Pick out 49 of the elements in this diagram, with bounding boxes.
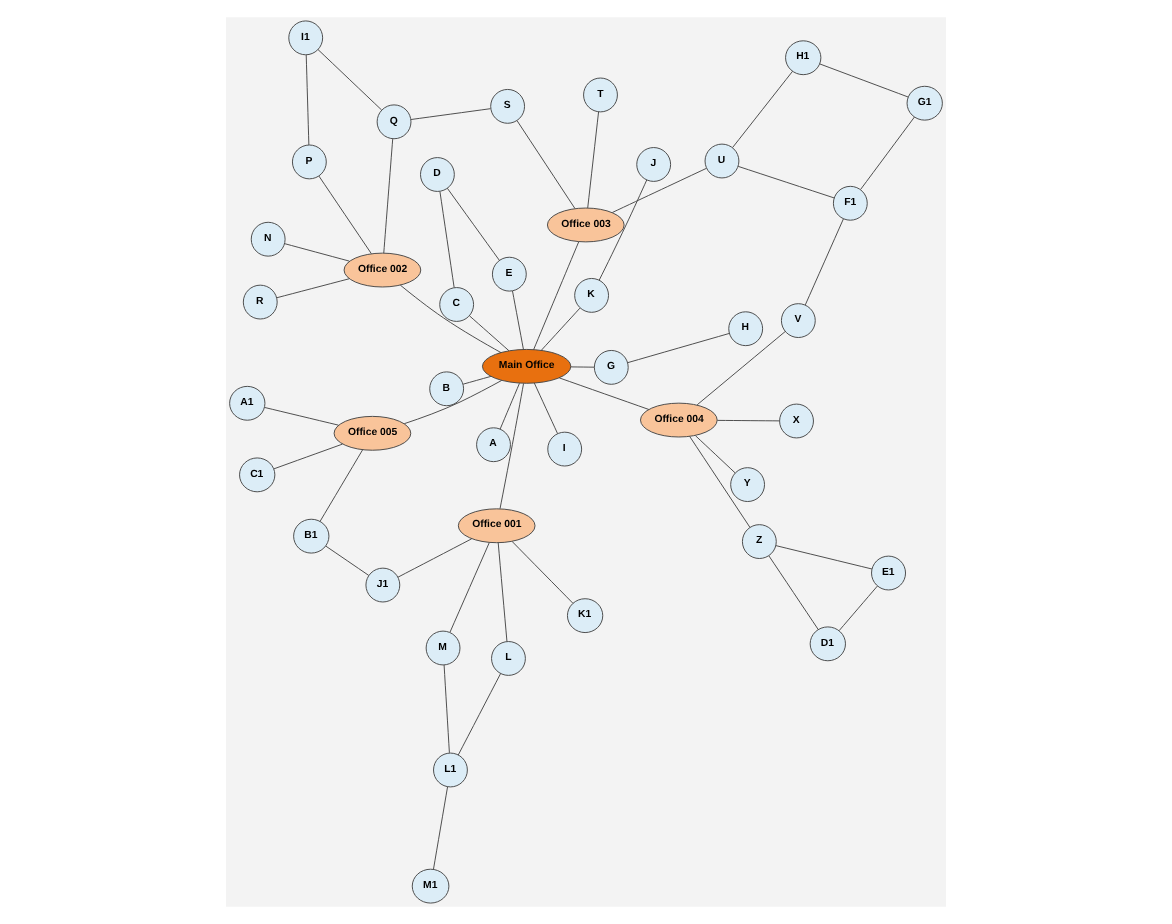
connector	[264, 406, 340, 426]
connector	[284, 243, 350, 262]
connector	[587, 111, 600, 209]
connector	[716, 419, 780, 422]
connector	[558, 377, 650, 410]
connector	[319, 449, 364, 522]
connector	[462, 375, 492, 385]
connector	[499, 383, 524, 510]
connector	[570, 366, 595, 368]
connector	[399, 284, 502, 354]
connector	[540, 307, 581, 351]
connector	[696, 331, 786, 406]
connector	[598, 179, 648, 281]
connector	[317, 49, 383, 111]
connector	[499, 382, 520, 430]
connector	[446, 187, 500, 261]
connector	[449, 542, 490, 633]
connector	[516, 120, 576, 209]
connector	[410, 108, 491, 120]
connector	[611, 167, 707, 213]
connector	[627, 333, 730, 364]
connector	[276, 278, 350, 299]
connector	[533, 241, 580, 351]
connector	[768, 555, 819, 630]
connector	[457, 673, 502, 756]
connector	[397, 538, 473, 578]
connector	[325, 545, 370, 576]
connector	[403, 380, 503, 425]
connector	[804, 218, 844, 306]
connector	[468, 315, 510, 352]
connector	[305, 54, 310, 146]
connector	[689, 436, 751, 528]
connector	[439, 191, 455, 288]
connector	[512, 290, 524, 350]
connector	[860, 116, 915, 190]
connector	[775, 545, 873, 570]
connector	[273, 443, 343, 470]
connector	[838, 585, 878, 631]
connector	[497, 542, 508, 642]
connector	[533, 382, 558, 434]
connector	[695, 435, 736, 474]
connector	[433, 786, 449, 870]
connector	[443, 664, 450, 754]
connector	[383, 138, 394, 254]
connector	[318, 175, 372, 255]
connector	[511, 540, 574, 604]
connector	[737, 165, 835, 199]
connector	[819, 63, 909, 98]
connector	[732, 70, 794, 148]
